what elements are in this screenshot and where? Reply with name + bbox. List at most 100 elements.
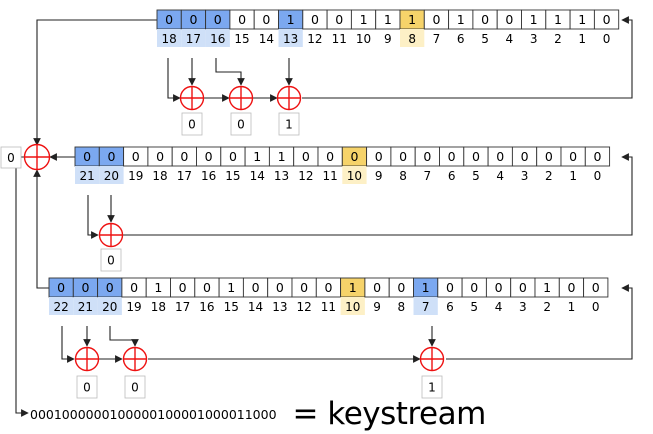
- xor-output-value: 1: [285, 118, 293, 132]
- bit-index: 16: [210, 32, 225, 46]
- bit-index: 3: [519, 300, 527, 314]
- bit-value: 0: [189, 12, 197, 27]
- bit-value: 0: [324, 280, 332, 295]
- bit-index: 1: [569, 169, 577, 183]
- bit-index: 17: [175, 300, 190, 314]
- bit-value: 0: [603, 12, 611, 27]
- bit-value: 0: [106, 280, 114, 295]
- bit-value: 0: [262, 12, 270, 27]
- register-2: 0210200190180170160151141130120110100908…: [74, 146, 611, 184]
- bit-index: 9: [384, 32, 392, 46]
- bit-index: 15: [234, 32, 249, 46]
- index-highlight: [99, 166, 124, 184]
- xor-icon: [419, 346, 445, 372]
- bit-index: 12: [298, 169, 313, 183]
- bit-index: 8: [399, 169, 407, 183]
- bit-value: 0: [335, 12, 343, 27]
- bit-value: 1: [253, 149, 261, 164]
- index-highlight: [400, 29, 425, 47]
- bit-value: 0: [81, 280, 89, 295]
- bit-value: 0: [350, 149, 358, 164]
- bit-index: 11: [321, 300, 336, 314]
- bit-value: 0: [472, 149, 480, 164]
- xor-output-value: 0: [83, 381, 91, 395]
- bit-value: 0: [545, 149, 553, 164]
- bit-index: 0: [594, 169, 602, 183]
- xor-output: 0: [100, 248, 122, 272]
- bit-index: 19: [128, 169, 143, 183]
- xor-output-value: 0: [237, 118, 245, 132]
- bit-value: 0: [300, 280, 308, 295]
- xor-output-value: 0: [107, 254, 115, 268]
- bit-value: 0: [470, 280, 478, 295]
- bit-value: 1: [408, 12, 416, 27]
- xor-output: 0: [124, 375, 146, 399]
- bit-value: 0: [302, 149, 310, 164]
- output-bit-value: 0: [7, 151, 15, 165]
- bit-value: 0: [179, 280, 187, 295]
- bit-index: 7: [433, 32, 441, 46]
- bit-value: 0: [505, 12, 513, 27]
- xor-output: 1: [278, 112, 300, 136]
- xor-output: 1: [421, 375, 443, 399]
- bit-value: 0: [130, 280, 138, 295]
- bit-index: 6: [448, 169, 456, 183]
- bit-index: 12: [297, 300, 312, 314]
- bit-index: 14: [248, 300, 263, 314]
- bit-cell: [584, 146, 611, 167]
- bit-value: 1: [457, 12, 465, 27]
- xor-output: 0: [181, 112, 203, 136]
- bit-index: 5: [481, 32, 489, 46]
- bit-value: 1: [349, 280, 357, 295]
- bit-index: 9: [375, 169, 383, 183]
- bit-value: 0: [397, 280, 405, 295]
- bit-value: 1: [530, 12, 538, 27]
- xor-icon: [74, 346, 100, 372]
- bit-value: 0: [593, 149, 601, 164]
- index-highlight: [342, 166, 367, 184]
- bit-index: 8: [398, 300, 406, 314]
- xor-icon: [122, 346, 148, 372]
- xor-output: 0: [76, 375, 98, 399]
- bit-cell: [583, 277, 609, 298]
- output-bit: 0: [0, 146, 22, 169]
- output-xor-icon: [23, 143, 51, 171]
- xor-icon: [179, 85, 205, 111]
- register-1: 0180170160150141130120111101918071605041…: [156, 9, 620, 47]
- bit-value: 0: [107, 149, 115, 164]
- bit-value: 0: [165, 12, 173, 27]
- bit-index: 4: [495, 300, 503, 314]
- bit-index: 11: [323, 169, 338, 183]
- bit-value: 0: [132, 149, 140, 164]
- bit-index: 2: [543, 300, 551, 314]
- index-highlight: [157, 29, 182, 47]
- bit-index: 5: [472, 169, 480, 183]
- bit-index: 7: [424, 169, 432, 183]
- bit-index: 15: [225, 169, 240, 183]
- bit-value: 0: [496, 149, 504, 164]
- xor-icon: [276, 85, 302, 111]
- keystream-bits: 0001000000100000100001000011000: [30, 406, 277, 422]
- bit-value: 0: [495, 280, 503, 295]
- bit-index: 13: [283, 32, 298, 46]
- index-highlight: [205, 29, 230, 47]
- bit-index: 8: [408, 32, 416, 46]
- bit-value: 0: [229, 149, 237, 164]
- bit-index: 22: [54, 300, 69, 314]
- bit-index: 21: [78, 300, 93, 314]
- bit-value: 1: [227, 280, 235, 295]
- bit-index: 3: [521, 169, 529, 183]
- bit-value: 1: [278, 149, 286, 164]
- bit-value: 0: [252, 280, 260, 295]
- index-highlight: [73, 297, 98, 315]
- bit-value: 0: [399, 149, 407, 164]
- bit-index: 15: [224, 300, 239, 314]
- xor-icon: [98, 222, 124, 248]
- bit-index: 11: [332, 32, 347, 46]
- bit-index: 13: [272, 300, 287, 314]
- bit-value: 0: [448, 149, 456, 164]
- bit-index: 7: [422, 300, 430, 314]
- bit-value: 0: [423, 149, 431, 164]
- bit-value: 0: [592, 280, 600, 295]
